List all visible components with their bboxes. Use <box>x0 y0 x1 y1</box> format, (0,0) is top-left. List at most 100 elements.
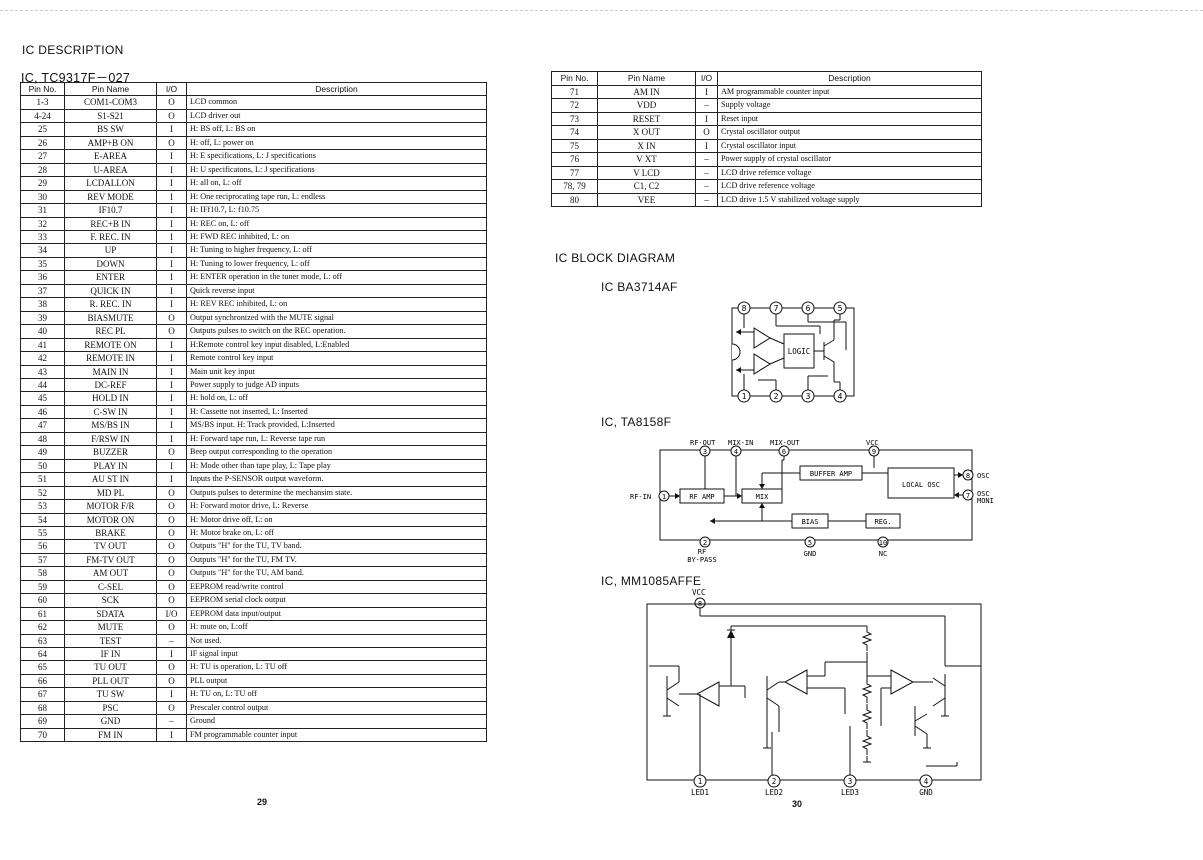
pin-number-cell: 40 <box>20 324 65 339</box>
pin-number-cell: 37 <box>20 283 65 299</box>
io-cell: O <box>156 310 187 326</box>
io-cell: O <box>156 700 187 716</box>
pin-name-cell: MUTE <box>64 620 157 635</box>
pin-name-cell: IF10.7 <box>64 203 157 218</box>
io-cell: I <box>156 189 187 205</box>
label-rf-in: RF-IN <box>630 493 651 501</box>
io-cell: O <box>156 593 187 608</box>
description-cell: H: Tuning to lower frequency, L: off <box>186 256 487 272</box>
label-mix-in: MIX-IN <box>728 439 753 447</box>
pin-label: 9 <box>872 448 876 456</box>
description-cell: H: hold on, L: off <box>186 391 487 406</box>
pin-label: 6 <box>806 304 811 313</box>
pin-name-cell: AM IN <box>597 84 696 99</box>
pin-number-cell: 27 <box>20 149 65 164</box>
description-cell: H: TU is operation, L: TU off <box>186 660 487 675</box>
description-cell: H: mute on, L:off <box>186 620 487 635</box>
pin-number-cell: 26 <box>20 135 65 151</box>
pin-label: 1 <box>742 392 747 401</box>
label-osc-moni-1: OSC <box>977 490 990 498</box>
pin-number-cell: 57 <box>20 552 65 568</box>
io-cell: O <box>156 539 187 554</box>
pin-name-cell: IF IN <box>64 647 157 662</box>
pin-number-cell: 68 <box>20 700 65 716</box>
io-cell: I <box>156 243 187 258</box>
description-cell: LCD drive refernce voltage <box>717 165 982 180</box>
io-cell: I <box>156 122 187 137</box>
pin-name-cell: X OUT <box>597 125 696 140</box>
pin-label: 6 <box>782 448 786 456</box>
pin-name-cell: C-SEL <box>64 579 157 595</box>
io-cell: O <box>156 95 187 110</box>
description-cell: Crystal oscillator output <box>717 125 982 140</box>
pin-name-cell: F. REC. IN <box>64 229 157 245</box>
pin-label: 4 <box>734 448 738 456</box>
label-bias: BIAS <box>802 518 819 526</box>
pin-name-cell: BIASMUTE <box>64 310 157 326</box>
scan-top-line <box>0 10 1203 11</box>
io-cell: I <box>695 111 718 126</box>
io-cell: O <box>156 566 187 581</box>
pin-label: 4 <box>924 777 929 786</box>
column-header: Pin No. <box>551 71 598 86</box>
pin-name-cell: LCDALLON <box>64 176 157 191</box>
pin-number-cell: 55 <box>20 525 65 541</box>
description-cell: H: One reciprocating tape run, L: endles… <box>186 189 487 205</box>
pin-name-cell: DOWN <box>64 256 157 272</box>
pin-number-cell: 78, 79 <box>551 179 598 194</box>
io-cell: I <box>156 647 187 662</box>
pin-name-cell: HOLD IN <box>64 391 157 406</box>
label-rf-out: RF-OUT <box>690 439 716 447</box>
pin-name-cell: AMP+B ON <box>64 135 157 151</box>
pin-number-cell: 48 <box>20 431 65 447</box>
description-cell: H: E specifications, L: J specifications <box>186 149 487 164</box>
pin-number-cell: 62 <box>20 620 65 635</box>
column-header: Pin Name <box>64 81 157 97</box>
label-vcc: VCC <box>692 588 706 597</box>
opamp-upper <box>753 327 771 349</box>
pin-name-cell: PSC <box>64 700 157 716</box>
label-nc: NC <box>879 550 887 558</box>
description-cell: H: REC on, L: off <box>186 216 487 232</box>
pin-number-cell: 45 <box>20 391 65 406</box>
io-cell: – <box>695 152 718 167</box>
label-gnd: GND <box>804 550 817 558</box>
pin-number-cell: 25 <box>20 122 65 137</box>
pin-number-cell: 53 <box>20 499 65 514</box>
description-cell: EEPROM data input/output <box>186 606 487 622</box>
io-cell: – <box>695 165 718 180</box>
pin-number-cell: 42 <box>20 351 65 366</box>
description-cell: Crystal oscillator input <box>717 138 982 153</box>
io-cell: O <box>156 108 187 124</box>
io-cell: I <box>156 176 187 191</box>
resistor <box>861 678 873 703</box>
pin-number-cell: 4-24 <box>20 108 65 124</box>
logic-label: LOGIC <box>788 347 811 356</box>
label-rf-bypass-1: RF <box>698 548 706 556</box>
pin-name-cell: AM OUT <box>64 566 157 581</box>
pin-number-cell: 66 <box>20 673 65 689</box>
pin-name-cell: TU SW <box>64 687 157 702</box>
pin-number-cell: 33 <box>20 229 65 245</box>
description-cell: H: ENTER operation in the tuner mode, L:… <box>186 270 487 285</box>
pin-number-cell: 51 <box>20 472 65 487</box>
pin-label: 3 <box>848 777 853 786</box>
